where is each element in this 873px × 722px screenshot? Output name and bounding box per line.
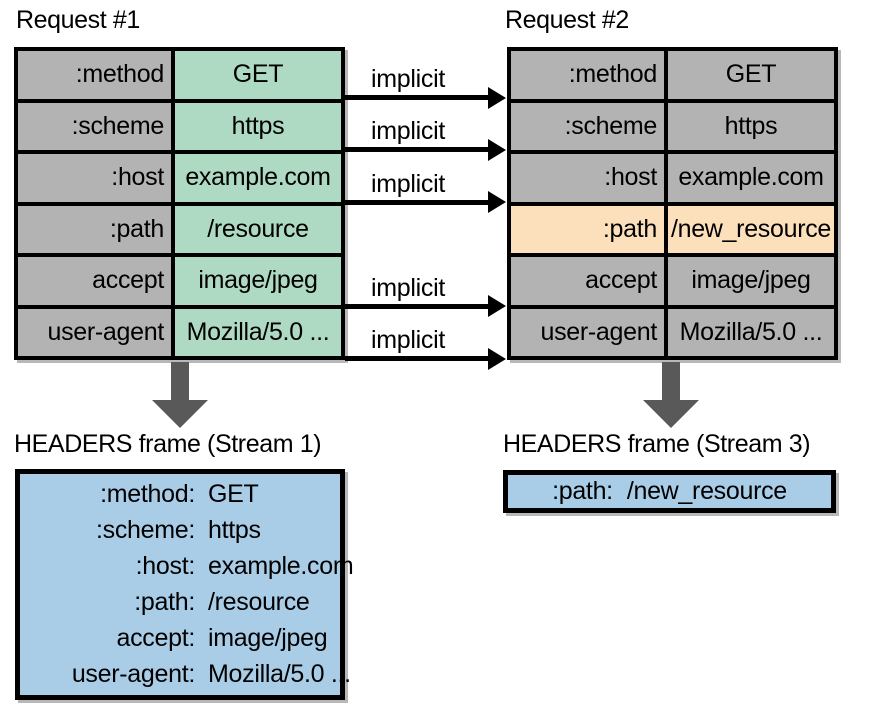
header-field-name: accept:	[116, 623, 195, 652]
header-name-cell: :path	[511, 205, 668, 253]
header-value-cell: image/jpeg	[175, 257, 341, 305]
header-name-cell: :scheme	[18, 102, 175, 150]
implicit-arrow-label: implicit	[371, 65, 445, 94]
header-value-cell: Mozilla/5.0 ...	[175, 308, 341, 356]
request-1-title: Request #1	[16, 6, 140, 34]
headers-frame-2-title: HEADERS frame (Stream 3)	[503, 430, 811, 458]
implicit-arrow-label: implicit	[371, 169, 445, 198]
header-value-cell: /new_resource	[668, 205, 834, 253]
down-arrow-request2	[641, 362, 701, 428]
header-name-cell: :method	[511, 51, 668, 99]
header-value-cell: https	[668, 102, 834, 150]
header-name-cell: :scheme	[511, 102, 668, 150]
header-field-line: user-agent: Mozilla/5.0 ...	[20, 656, 351, 692]
header-field-line: :method: GET	[20, 477, 340, 513]
header-name-cell: accept	[18, 257, 175, 305]
implicit-arrow-label: implicit	[371, 117, 445, 146]
table-row: :path/new_resource	[511, 205, 834, 257]
header-value-cell: Mozilla/5.0 ...	[668, 308, 834, 356]
header-field-name: :path:	[134, 587, 195, 616]
headers-frame-1-box: :method: GET :scheme: https :host: example.co…	[15, 469, 354, 700]
implicit-arrow	[345, 95, 489, 101]
header-field-value: GET	[208, 480, 259, 509]
header-field-name: :method:	[100, 480, 195, 509]
header-field-line: :host: example.com	[20, 549, 354, 585]
implicit-arrow	[345, 356, 489, 361]
header-value-cell: example.com	[175, 154, 341, 202]
header-field-name: :path:	[552, 477, 613, 505]
header-field-name: user-agent:	[71, 659, 195, 688]
header-field-value: /resource	[208, 587, 310, 616]
header-value-cell: /resource	[175, 205, 341, 253]
implicit-arrow	[345, 303, 489, 309]
header-value-cell: GET	[175, 51, 341, 99]
header-name-cell: user-agent	[18, 308, 175, 356]
header-name-cell: :path	[18, 205, 175, 253]
header-value-cell: https	[175, 102, 341, 150]
header-name-cell: :method	[18, 51, 175, 99]
header-field-line: :path: /resource	[20, 585, 340, 621]
header-name-cell: :host	[18, 154, 175, 202]
header-field-value: Mozilla/5.0 ...	[208, 659, 351, 688]
header-name-cell: :host	[511, 154, 668, 202]
table-row: :path/resource	[18, 205, 341, 257]
header-value-cell: GET	[668, 51, 834, 99]
implicit-arrow-label: implicit	[371, 326, 445, 354]
request-2-title: Request #2	[505, 6, 629, 34]
header-field-line: :scheme: https	[20, 513, 340, 549]
header-field-name: :host:	[135, 552, 196, 581]
header-field-line: accept: image/jpeg	[20, 620, 340, 656]
header-field-value: https	[208, 516, 261, 545]
header-field-value: example.com	[208, 552, 354, 581]
headers-frame-1-title: HEADERS frame (Stream 1)	[14, 430, 322, 458]
header-name-cell: user-agent	[511, 308, 668, 356]
header-name-cell: accept	[511, 257, 668, 305]
implicit-arrow	[345, 199, 489, 205]
implicit-arrow	[345, 147, 489, 153]
header-field-value: /new_resource	[626, 477, 787, 505]
headers-frame-2-box: :path: /new_resource	[503, 470, 836, 513]
down-arrow-request1	[150, 362, 210, 428]
implicit-arrow-label: implicit	[371, 273, 445, 302]
header-field-value: image/jpeg	[208, 623, 328, 652]
header-field-line: :path: /new_resource	[508, 479, 831, 504]
header-value-cell: example.com	[668, 154, 834, 202]
header-value-cell: image/jpeg	[668, 257, 834, 305]
header-field-name: :scheme:	[95, 516, 195, 545]
